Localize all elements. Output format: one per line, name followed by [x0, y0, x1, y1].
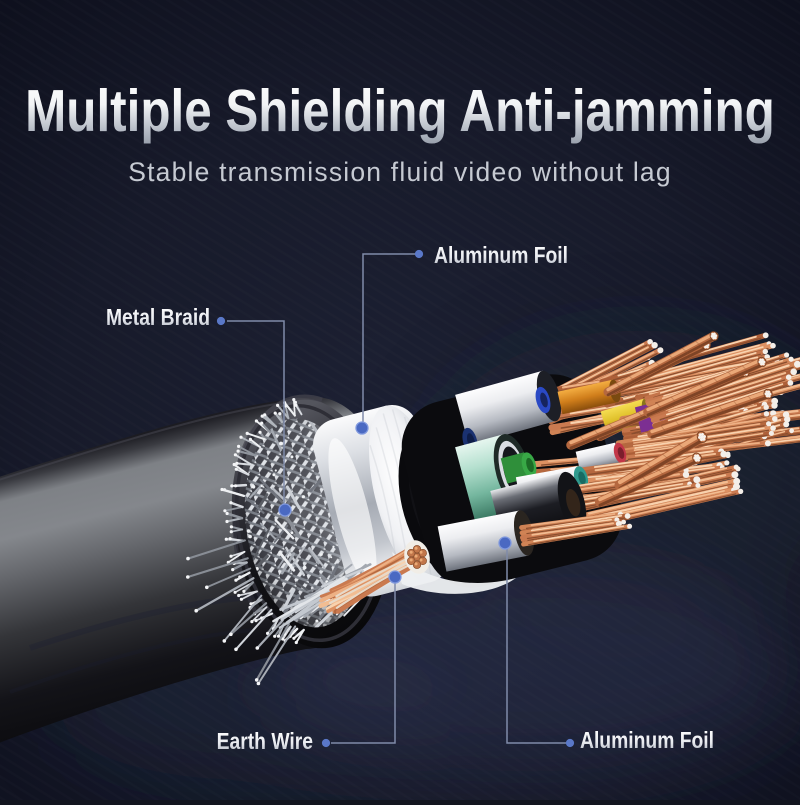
svg-text:Metal Braid: Metal Braid: [106, 306, 210, 331]
svg-text:Aluminum Foil: Aluminum Foil: [580, 729, 714, 754]
svg-text:Multiple Shielding Anti-jammin: Multiple Shielding Anti-jamming: [25, 78, 775, 144]
svg-text:Earth Wire: Earth Wire: [217, 730, 314, 755]
svg-text:Aluminum Foil: Aluminum Foil: [434, 244, 568, 269]
svg-text:Stable transmission fluid vide: Stable transmission fluid video without …: [128, 157, 672, 187]
